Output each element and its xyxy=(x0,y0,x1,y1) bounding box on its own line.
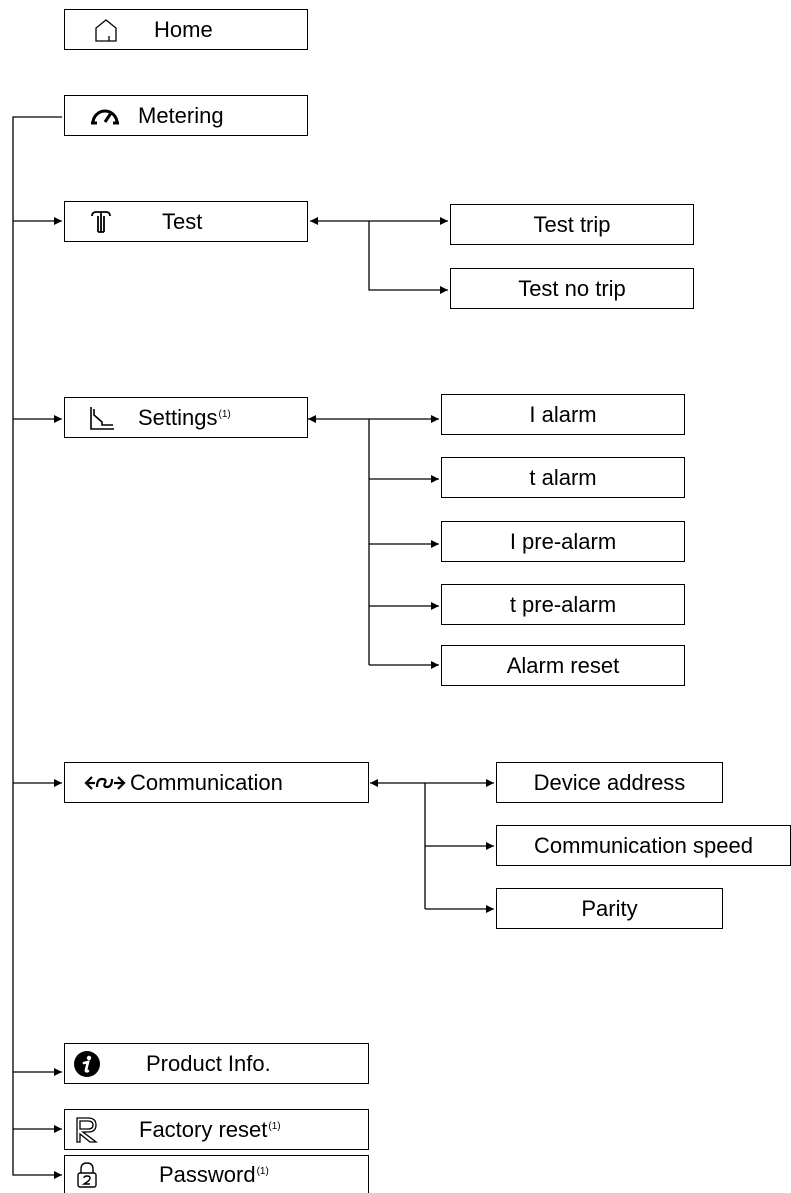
home-label: Home xyxy=(154,16,213,42)
test-trip-label: Test trip xyxy=(533,211,611,237)
password-footnote: (1) xyxy=(256,1165,269,1177)
alarm-reset-label: Alarm reset xyxy=(506,652,620,678)
t-alarm-box[interactable]: t alarm xyxy=(441,457,685,498)
settings-menu-box[interactable]: Settings(1) xyxy=(64,397,308,438)
gauge-icon xyxy=(89,96,121,135)
password-label: Password(1) xyxy=(159,1161,269,1187)
factory-reset-label: Factory reset(1) xyxy=(139,1116,281,1142)
device-address-box[interactable]: Device address xyxy=(496,762,723,803)
communication-speed-label: Communication speed xyxy=(534,832,753,858)
test-to-test-no-trip xyxy=(368,221,448,294)
factory-reset-menu-box[interactable]: Factory reset(1) xyxy=(64,1109,369,1150)
test-no-trip-label: Test no trip xyxy=(518,275,626,301)
home-menu-box[interactable]: Home xyxy=(64,9,308,50)
t-alarm-label: t alarm xyxy=(529,464,597,490)
i-alarm-label: I alarm xyxy=(529,401,597,427)
test-label: Test xyxy=(162,208,203,234)
settings-footnote: (1) xyxy=(218,408,231,420)
communication-menu-box[interactable]: Communication xyxy=(64,762,369,803)
padlock-icon xyxy=(75,1156,99,1193)
device-address-label: Device address xyxy=(533,769,686,795)
alarm-reset-box[interactable]: Alarm reset xyxy=(441,645,685,686)
test-trip-box[interactable]: Test trip xyxy=(450,204,694,245)
settings-label: Settings(1) xyxy=(138,404,231,430)
communication-label: Communication xyxy=(130,769,283,795)
metering-label: Metering xyxy=(138,102,224,128)
product-info-menu-box[interactable]: Product Info. xyxy=(64,1043,369,1084)
parity-box[interactable]: Parity xyxy=(496,888,723,929)
reset-r-icon xyxy=(74,1110,100,1149)
exchange-arrows-icon xyxy=(83,763,127,802)
test-icon xyxy=(89,202,113,241)
product-info-label: Product Info. xyxy=(146,1050,271,1076)
main-trunk-line xyxy=(12,116,62,1179)
i-pre-alarm-box[interactable]: I pre-alarm xyxy=(441,521,685,562)
info-icon xyxy=(73,1044,101,1083)
metering-menu-box[interactable]: Metering xyxy=(64,95,308,136)
t-pre-alarm-box[interactable]: t pre-alarm xyxy=(441,584,685,625)
i-pre-alarm-label: I pre-alarm xyxy=(509,528,617,554)
curve-icon xyxy=(88,398,116,437)
home-icon xyxy=(93,10,119,49)
test-no-trip-box[interactable]: Test no trip xyxy=(450,268,694,309)
factory-reset-footnote: (1) xyxy=(268,1120,281,1132)
test-menu-box[interactable]: Test xyxy=(64,201,308,242)
i-alarm-box[interactable]: I alarm xyxy=(441,394,685,435)
t-pre-alarm-label: t pre-alarm xyxy=(509,591,617,617)
parity-label: Parity xyxy=(581,895,638,921)
password-menu-box[interactable]: Password(1) xyxy=(64,1155,369,1193)
communication-speed-box[interactable]: Communication speed xyxy=(496,825,791,866)
